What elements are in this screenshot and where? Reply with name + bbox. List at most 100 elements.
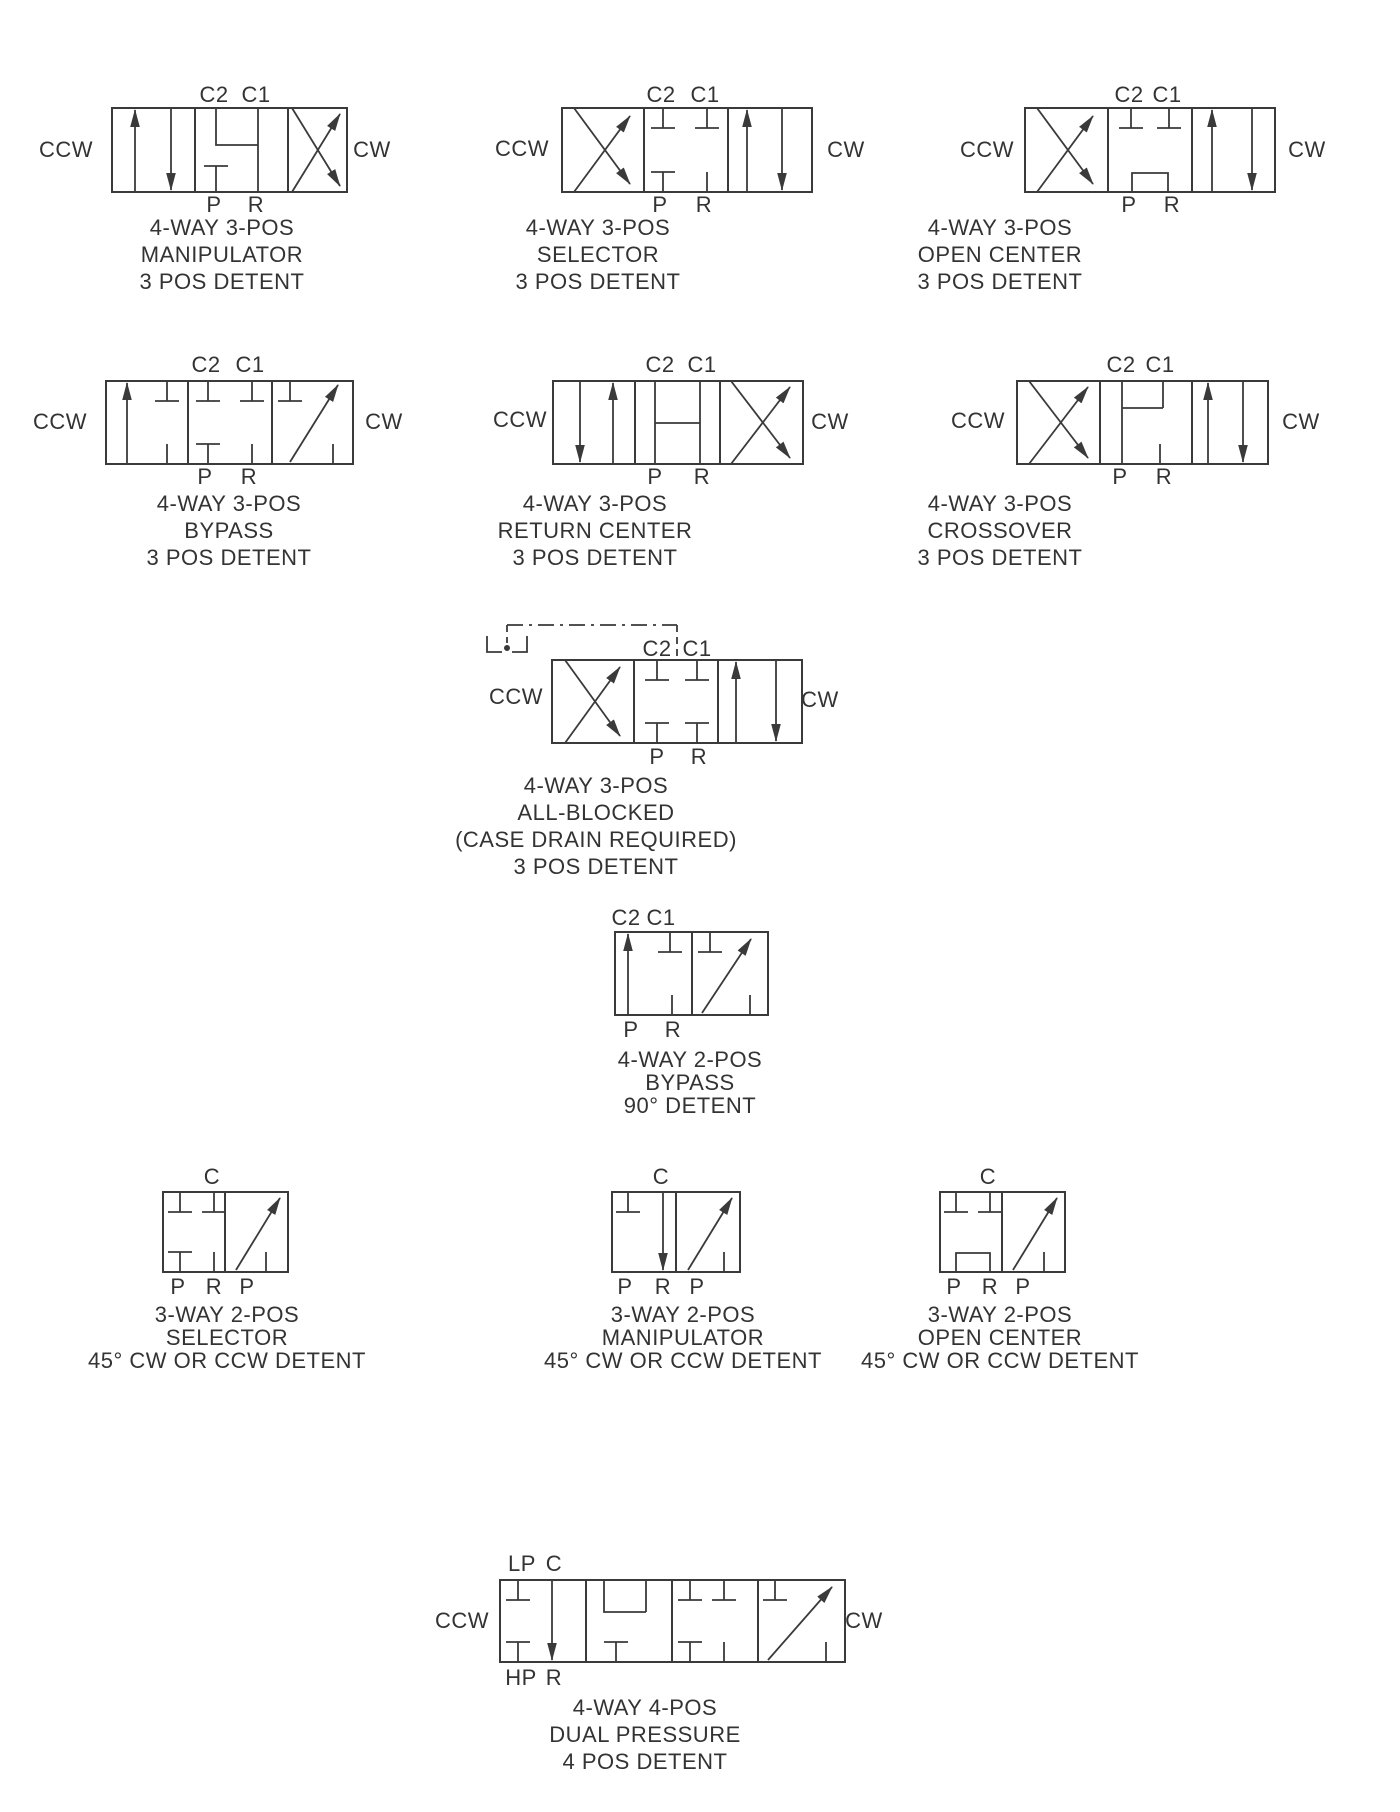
blocked-ports-bottom: [651, 171, 708, 192]
blocked-port-p: [204, 165, 228, 192]
valve-body: [105, 380, 354, 465]
pressure-bridge: [603, 1580, 647, 1613]
rotation-label-ccw: CCW: [492, 407, 548, 432]
valve-4-way-3-pos-bypass-symbol: [105, 380, 354, 465]
port-label-c: C: [203, 1164, 221, 1189]
cross-arrow-down: [730, 380, 791, 459]
port-label-r: R: [240, 464, 258, 489]
port-label-hp: HP: [505, 1665, 537, 1690]
valve-4-way-3-pos-return-center-symbol: [552, 380, 804, 465]
valve-body: [561, 107, 813, 193]
port-label-r: R: [1163, 192, 1181, 217]
valve-caption: 3-WAY 2-POS MANIPULATOR 45° CW OR CCW DE…: [544, 1302, 822, 1373]
port-label-c2: C2: [199, 82, 229, 107]
blocked-ports-top: [944, 1192, 1002, 1213]
blocked-port-left-cell: [155, 381, 179, 464]
blocked-port-lp: [506, 1580, 530, 1601]
cross-arrow-down: [291, 107, 341, 187]
rotation-label-cw: CW: [801, 687, 839, 712]
diagonal-flow-arrow: [1012, 1197, 1058, 1271]
position-dividers: [1107, 108, 1193, 192]
valve-caption: 3-WAY 2-POS OPEN CENTER 45° CW OR CCW DE…: [861, 1302, 1139, 1373]
port-label-c2: C2: [1114, 82, 1144, 107]
position-dividers: [585, 1580, 759, 1662]
valve-caption: 3-WAY 2-POS SELECTOR 45° CW OR CCW DETEN…: [88, 1302, 366, 1373]
port-label-p1: P: [946, 1274, 962, 1299]
port-label-c2: C2: [1106, 352, 1136, 377]
position-dividers: [634, 381, 721, 464]
blocked-port-hp: [506, 1641, 530, 1662]
blocked-ports-top: [196, 381, 264, 402]
open-center-bridge: [955, 1252, 991, 1272]
valve-4-way-3-pos-all-blocked-symbol: [486, 624, 803, 744]
port-label-r: R: [654, 1274, 672, 1299]
blocked-ports-bottom: [196, 443, 253, 464]
port-label-p1: P: [617, 1274, 633, 1299]
valve-caption: 4-WAY 3-POS BYPASS 3 POS DETENT: [146, 491, 312, 570]
port-label-c1: C1: [690, 82, 720, 107]
rotation-label-cw: CW: [353, 137, 391, 162]
valve-3-way-2-pos-manipulator-symbol: [611, 1191, 741, 1273]
cross-arrow-up: [1036, 115, 1094, 193]
port-label-p2: P: [239, 1274, 255, 1299]
position-dividers: [633, 660, 719, 743]
port-label-r: R: [1155, 464, 1173, 489]
port-label-p2: P: [1015, 1274, 1031, 1299]
cross-arrow-down: [564, 659, 621, 737]
rotation-label-ccw: CCW: [494, 136, 550, 161]
valve-caption: 4-WAY 3-POS ALL-BLOCKED (CASE DRAIN REQU…: [455, 773, 737, 879]
position-dividers: [187, 381, 273, 464]
port-label-r: R: [664, 1017, 682, 1042]
valve-body: [1016, 380, 1269, 465]
blocked-ports-bottom-cell3: [678, 1641, 725, 1662]
valve-caption: 4-WAY 3-POS CROSSOVER 3 POS DETENT: [917, 491, 1083, 570]
crossover-bridge: [1121, 381, 1164, 464]
rotation-label-ccw: CCW: [434, 1608, 490, 1633]
blocked-port-cell4: [763, 1580, 787, 1601]
port-label-c2: C2: [642, 636, 672, 661]
rotation-label-cw: CW: [1282, 409, 1320, 434]
port-label-c1: C1: [687, 352, 717, 377]
case-drain-dot: [504, 645, 510, 651]
rotation-label-ccw: CCW: [950, 408, 1006, 433]
valve-body: [551, 659, 803, 744]
valve-caption: 4-WAY 3-POS SELECTOR 3 POS DETENT: [515, 215, 681, 294]
port-label-r: R: [545, 1665, 563, 1690]
port-label-p: P: [1112, 464, 1128, 489]
position-dividers: [1099, 381, 1193, 464]
valve-4-way-3-pos-manipulator-symbol: [111, 107, 348, 193]
port-label-r: R: [693, 464, 711, 489]
valve-caption: 4-WAY 3-POS OPEN CENTER 3 POS DETENT: [917, 215, 1083, 294]
valve-3-way-2-pos-open-center-symbol: [939, 1191, 1066, 1273]
valve-body: [552, 380, 804, 465]
blocked-ports-bottom: [168, 1251, 215, 1272]
rotation-label-cw: CW: [827, 137, 865, 162]
port-label-p: P: [647, 464, 663, 489]
port-label-p: P: [206, 192, 222, 217]
blocked-port-cell2: [604, 1641, 628, 1662]
cross-arrow-down: [1028, 380, 1089, 459]
port-label-p: P: [649, 744, 665, 769]
rotation-label-ccw: CCW: [32, 409, 88, 434]
port-label-c2: C2: [645, 352, 675, 377]
drain-tank-symbol: [486, 636, 528, 653]
port-label-c2: C2: [646, 82, 676, 107]
blocked-ports-top: [1119, 108, 1181, 129]
port-label-c1: C1: [682, 636, 712, 661]
port-label-c1: C1: [235, 352, 265, 377]
valve-3-way-2-pos-selector-symbol: [162, 1191, 289, 1273]
port-label-r: R: [205, 1274, 223, 1299]
valve-caption: 4-WAY 3-POS MANIPULATOR 3 POS DETENT: [139, 215, 305, 294]
port-label-p: P: [623, 1017, 639, 1042]
port-label-r: R: [690, 744, 708, 769]
port-label-c1: C1: [646, 905, 676, 930]
port-label-c2: C2: [191, 352, 221, 377]
rotation-label-cw: CW: [811, 409, 849, 434]
valve-caption: 4-WAY 4-POS DUAL PRESSURE 4 POS DETENT: [549, 1695, 741, 1774]
port-label-p: P: [1121, 192, 1137, 217]
cross-arrow-down: [573, 107, 631, 185]
position-dividers: [194, 108, 289, 192]
port-label-p1: P: [170, 1274, 186, 1299]
